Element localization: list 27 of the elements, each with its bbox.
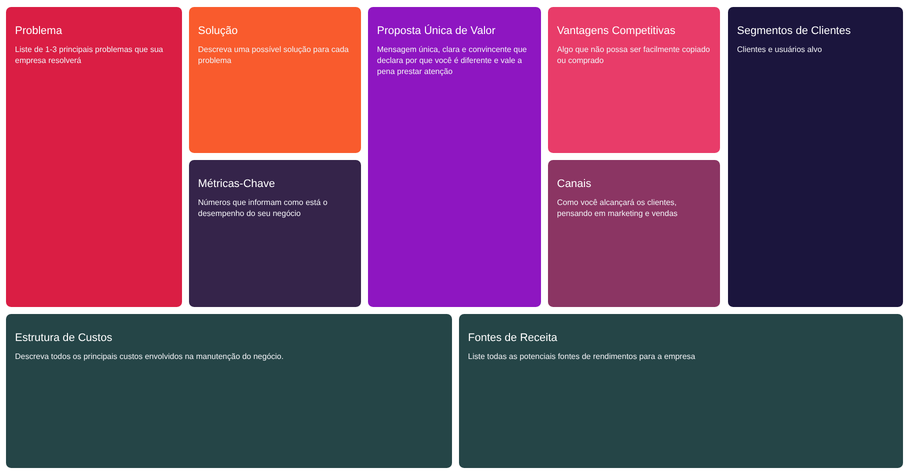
- block-title: Solução: [198, 24, 239, 38]
- canvas-block: [6, 314, 452, 468]
- canvas-block: [189, 160, 361, 307]
- canvas-block: [459, 314, 903, 468]
- block-title: Estrutura de Custos: [15, 331, 114, 345]
- block-title: Métricas-Chave: [198, 177, 276, 191]
- block-description: Números que informam como está o desempenho do seu negócio: [198, 197, 328, 219]
- block-description: Liste todas as potenciais fontes de rendimentos para a empresa: [468, 351, 696, 362]
- block-title: Vantagens Competitivas: [557, 24, 676, 38]
- canvas-block: [728, 7, 903, 307]
- block-title: Segmentos de Clientes: [737, 24, 852, 38]
- block-description: Liste de 1-3 principais problemas que sua empresa resolverá: [15, 44, 164, 66]
- canvas-block: [6, 7, 182, 307]
- block-title: Proposta Única de Valor: [377, 24, 496, 38]
- block-description: Descreva uma possível solução para cada problema: [198, 44, 350, 66]
- block-description: Descreva todos os principais custos envolvidos na manutenção do negócio.: [15, 351, 285, 362]
- canvas-block: [548, 160, 720, 307]
- block-title: Problema: [15, 24, 64, 38]
- block-description: Clientes e usuários alvo: [737, 44, 823, 55]
- canvas-block: [189, 7, 361, 153]
- block-description: Mensagem única, clara e convincente que declara por que você é diferente e vale a pena prestar atenção: [377, 44, 528, 77]
- block-title: Canais: [557, 177, 592, 191]
- canvas-block: [548, 7, 720, 153]
- block-description: Algo que não possa ser facilmente copiado ou comprado: [557, 44, 711, 66]
- block-description: Como você alcançará os clientes, pensando em marketing e vendas: [557, 197, 679, 219]
- canvas-block: [368, 7, 541, 307]
- block-title: Fontes de Receita: [468, 331, 558, 345]
